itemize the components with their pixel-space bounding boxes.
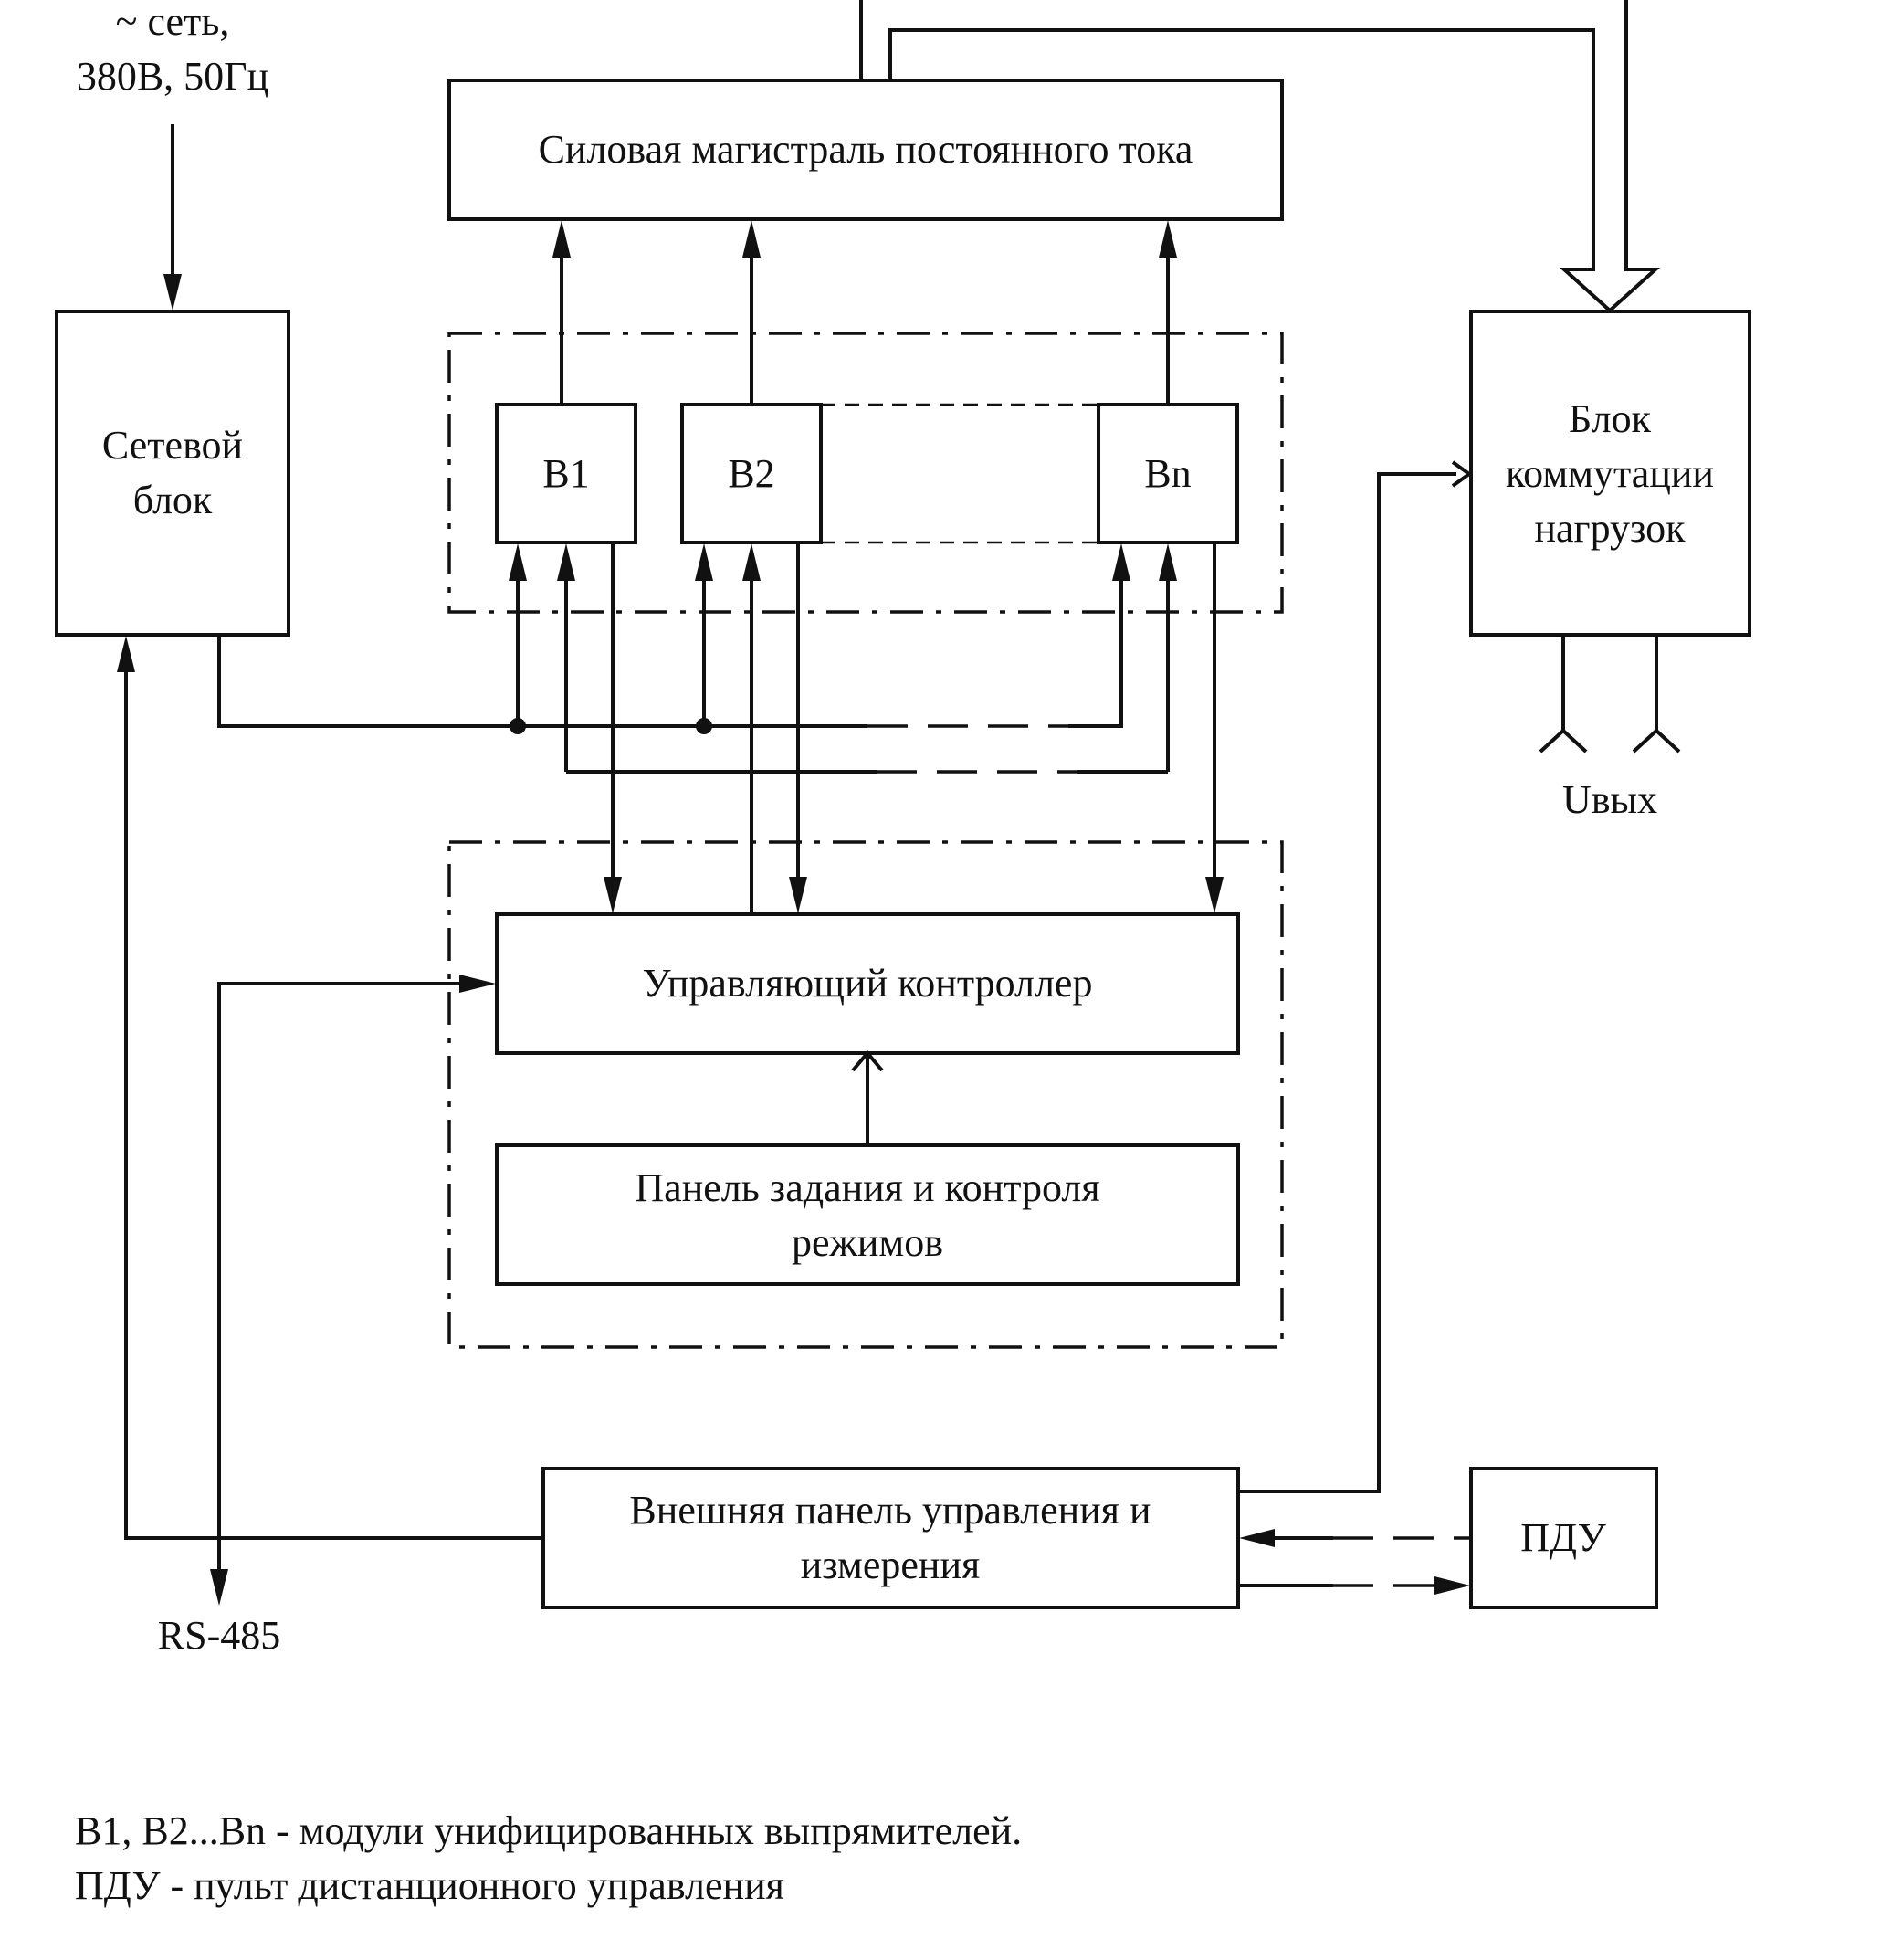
- network-supply-b2-arrowhead: [695, 543, 713, 581]
- network-supply-bn: [1068, 575, 1123, 728]
- controller-box: [495, 912, 1240, 1055]
- rectifier-b1-box: [495, 403, 637, 544]
- remote-to-panel-arrowhead: [1239, 1529, 1275, 1547]
- network-supply-line: [217, 635, 867, 728]
- legend-line-1: В1, В2...Вn - модули унифицированных вып…: [75, 1808, 1022, 1853]
- control-bus-bn-arrowhead: [1159, 543, 1177, 581]
- mode-panel-box: [495, 1143, 1240, 1286]
- mains-input-arrowhead: [163, 274, 182, 311]
- mode-panel-to-controller-arrowhead: [851, 1049, 884, 1072]
- network-block-label-2: блок: [133, 478, 213, 522]
- control-bus-b2-arrowhead: [742, 543, 761, 581]
- b1-status-arrowhead: [604, 877, 622, 913]
- input-label-1: ~ сеть,: [116, 0, 230, 44]
- junction-dot-b1: [510, 718, 526, 734]
- rectifier-b2-label: В2: [728, 451, 774, 496]
- network-supply-bn-arrowhead: [1112, 543, 1130, 581]
- load-switch-label-1: Блок: [1569, 396, 1652, 441]
- network-block-label-1: Сетевой: [102, 423, 243, 468]
- power-bus-label: Силовая магистраль постоянного тока: [539, 127, 1193, 172]
- panel-to-remote-arrowhead: [1434, 1576, 1470, 1595]
- output-terminal-1-fork: [1539, 728, 1588, 753]
- mode-panel-label-2: режимов: [792, 1220, 943, 1265]
- load-switch-label-3: нагрузок: [1534, 506, 1686, 551]
- external-to-network-arrowhead: [117, 636, 135, 672]
- input-label-2: 380В, 50Гц: [77, 54, 268, 99]
- external-to-load-arrowhead: [1451, 460, 1473, 488]
- bus-to-load-hollow-arrow: [859, 0, 1661, 313]
- controller-label: Управляющий контроллер: [643, 961, 1093, 1006]
- legend-line-2: ПДУ - пульт дистанционного управления: [75, 1863, 784, 1908]
- bn-status-arrowhead: [1205, 877, 1224, 913]
- external-to-network-line: [124, 667, 543, 1540]
- rs485-down-arrowhead: [210, 1569, 228, 1606]
- remote-label: ПДУ: [1520, 1515, 1606, 1560]
- output-voltage-label: Uвых: [1562, 777, 1657, 822]
- rs485-to-controller-line: [217, 982, 461, 1571]
- control-group-frame: [447, 840, 1284, 1349]
- b2-to-bus-arrowhead: [742, 220, 761, 258]
- rectifier-bn-label: Вn: [1144, 451, 1191, 496]
- junction-dot-b2: [696, 718, 712, 734]
- b1-to-bus-arrowhead: [552, 220, 571, 258]
- external-panel-label-2: измерения: [801, 1543, 981, 1587]
- rs485-to-controller-arrowhead: [459, 975, 496, 993]
- network-supply-b1-arrowhead: [509, 543, 527, 581]
- external-panel-label-1: Внешняя панель управления и: [629, 1488, 1151, 1533]
- load-switch-label-2: коммутации: [1506, 451, 1714, 496]
- network-block-box: [55, 310, 290, 637]
- control-bus-b1-arrowhead: [557, 543, 575, 581]
- rectifier-b1-label: В1: [542, 451, 589, 496]
- power-bus-box: [447, 79, 1284, 221]
- mode-panel-label-1: Панель задания и контроля: [635, 1165, 1099, 1210]
- bn-to-bus-arrowhead: [1159, 220, 1177, 258]
- external-to-load-line: [1238, 472, 1456, 1493]
- b2-status-arrowhead: [789, 877, 807, 913]
- rs485-label: RS-485: [158, 1613, 280, 1658]
- rectifier-group-frame: [447, 332, 1284, 614]
- remote-box: [1469, 1467, 1658, 1609]
- output-terminal-2-fork: [1632, 728, 1681, 753]
